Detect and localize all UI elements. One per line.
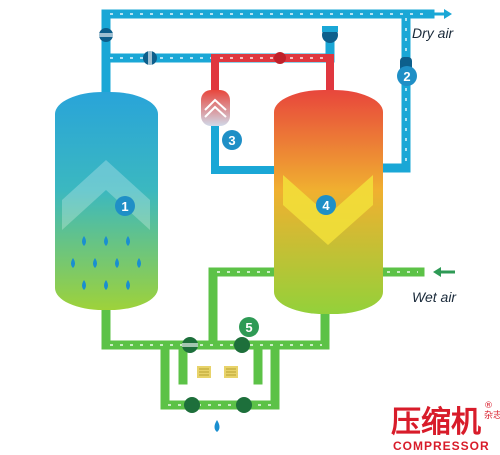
- drain-valve-left: [184, 397, 200, 413]
- component-number-4: 4: [322, 198, 330, 213]
- heater-return-pipe: [211, 125, 275, 174]
- brand-registered-mark: ®: [484, 401, 493, 411]
- top-right-valve: [322, 26, 338, 43]
- brand-subtitle: COMPRESSOR: [393, 439, 490, 453]
- hot-check-valve: [274, 52, 286, 64]
- bottom-left-valve: [182, 337, 198, 353]
- component-badge-3: 3: [222, 130, 242, 150]
- heater: [201, 90, 230, 126]
- component-number-1: 1: [121, 199, 128, 214]
- component-badge-2: 2: [397, 66, 417, 86]
- silencer-left: [197, 366, 211, 378]
- crossover-valve-blue: [143, 51, 157, 65]
- bottom-right-valve: [234, 337, 250, 353]
- drain-droplet: [214, 420, 220, 432]
- component-badge-1: 1: [115, 196, 135, 216]
- component-number-2: 2: [403, 69, 410, 84]
- drain-valve-right: [236, 397, 252, 413]
- component-number-3: 3: [228, 133, 235, 148]
- wet-air-label: Wet air: [412, 289, 457, 305]
- hot-air-pipes: [211, 54, 334, 96]
- brand-watermark: 压缩机 杂志 ® COMPRESSOR: [391, 401, 500, 453]
- left-adsorber-tower: [55, 92, 158, 310]
- silencer-right: [224, 366, 238, 378]
- dry-air-valve-1: [99, 28, 113, 42]
- brand-side-text: 杂志: [484, 409, 500, 421]
- component-number-5: 5: [245, 320, 252, 335]
- water-droplets: [71, 236, 141, 290]
- wet-air-arrow: [433, 267, 455, 277]
- dry-air-arrow: [430, 9, 452, 19]
- component-badge-5: 5: [239, 317, 259, 337]
- dry-air-label: Dry air: [412, 25, 455, 41]
- brand-title: 压缩机: [391, 405, 481, 440]
- component-badge-4: 4: [316, 195, 336, 215]
